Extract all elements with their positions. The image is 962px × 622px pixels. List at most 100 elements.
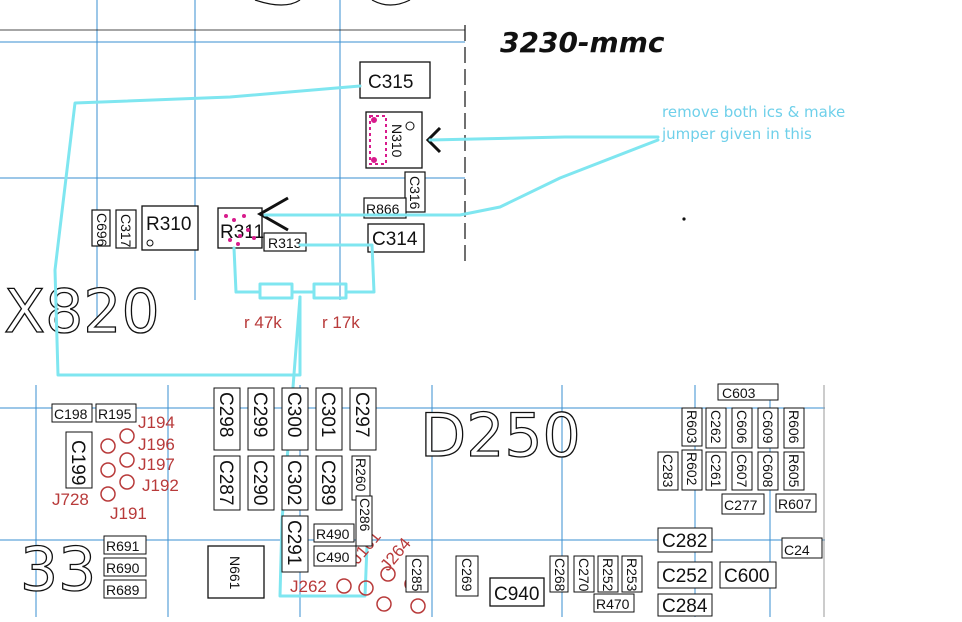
component-r691: R691 xyxy=(103,535,147,555)
svg-text:C606: C606 xyxy=(734,410,750,444)
component-c269: C269 xyxy=(455,555,479,597)
svg-text:C290: C290 xyxy=(249,460,270,505)
component-r195: R195 xyxy=(95,403,137,423)
svg-text:R690: R690 xyxy=(106,560,140,576)
svg-text:C277: C277 xyxy=(724,497,758,513)
svg-text:C603: C603 xyxy=(722,385,756,401)
svg-text:C301: C301 xyxy=(317,392,338,437)
svg-text:C297: C297 xyxy=(351,392,372,437)
svg-text:R253: R253 xyxy=(624,558,640,592)
component-c284: C284 xyxy=(657,593,713,617)
svg-text:C314: C314 xyxy=(372,229,418,250)
svg-text:C316: C316 xyxy=(407,176,423,210)
component-r866: R866 xyxy=(363,197,407,219)
component-c490: C490 xyxy=(313,545,357,567)
component-c199: C199 xyxy=(65,431,93,489)
component-r602: R602 xyxy=(681,449,703,491)
component-c940: C940 xyxy=(489,577,545,607)
test-point-j728: J728 xyxy=(52,490,89,509)
svg-text:C287: C287 xyxy=(215,460,236,505)
svg-text:C268: C268 xyxy=(552,558,568,592)
component-n661: N661 xyxy=(207,545,265,599)
svg-text:C608: C608 xyxy=(760,454,776,488)
component-outline-arc xyxy=(371,0,411,6)
svg-text:C262: C262 xyxy=(708,410,724,444)
svg-text:C315: C315 xyxy=(368,72,413,93)
component-c252: C252 xyxy=(657,561,713,589)
svg-text:R607: R607 xyxy=(778,496,812,512)
svg-text:R470: R470 xyxy=(596,596,630,612)
component-r690: R690 xyxy=(103,557,147,577)
pads-r311 xyxy=(224,214,256,246)
svg-text:C298: C298 xyxy=(215,392,236,437)
svg-text:C252: C252 xyxy=(662,566,707,587)
component-c24: C24 xyxy=(781,537,823,559)
component-r490: R490 xyxy=(313,523,355,543)
svg-text:C282: C282 xyxy=(662,531,707,552)
svg-text:C24: C24 xyxy=(784,542,810,558)
note-line-1: remove both ics & make xyxy=(662,103,845,121)
svg-text:C286: C286 xyxy=(357,498,373,532)
component-r603: R603 xyxy=(681,407,703,447)
svg-text:C284: C284 xyxy=(662,596,708,617)
svg-text:R313: R313 xyxy=(268,235,302,251)
svg-text:C609: C609 xyxy=(760,410,776,444)
component-r606: R606 xyxy=(783,407,805,449)
svg-text:R195: R195 xyxy=(98,406,132,422)
component-r310: R310 xyxy=(141,205,199,251)
label-33: 33 xyxy=(20,535,96,605)
component-c287: C287 xyxy=(213,455,241,511)
component-outline-arc xyxy=(254,0,301,6)
svg-text:R866: R866 xyxy=(366,201,400,217)
svg-text:R689: R689 xyxy=(106,582,140,598)
note-line-2: jumper given in this xyxy=(661,125,812,143)
component-r605: R605 xyxy=(783,451,805,491)
svg-text:R490: R490 xyxy=(316,526,350,542)
component-c268: C268 xyxy=(549,555,569,593)
svg-text:R602: R602 xyxy=(684,452,700,486)
component-c270: C270 xyxy=(573,555,595,593)
component-c317: C317 xyxy=(115,209,137,249)
arrow-r311 xyxy=(256,196,289,232)
component-c607: C607 xyxy=(731,451,753,491)
svg-text:R603: R603 xyxy=(684,410,700,444)
component-c285: C285 xyxy=(405,555,429,593)
component-c297: C297 xyxy=(349,387,377,451)
svg-text:C270: C270 xyxy=(576,558,592,592)
svg-text:C302: C302 xyxy=(283,460,304,505)
label-d250: D250 xyxy=(420,401,581,471)
svg-text:N310: N310 xyxy=(389,124,405,158)
svg-text:C289: C289 xyxy=(317,460,338,505)
svg-text:C300: C300 xyxy=(283,392,304,437)
component-c603: C603 xyxy=(717,383,779,401)
svg-text:R691: R691 xyxy=(106,538,140,554)
svg-text:C490: C490 xyxy=(316,549,350,565)
svg-text:R311: R311 xyxy=(220,222,264,243)
component-c314: C314 xyxy=(367,223,425,253)
resistor-label-47k: r 47k xyxy=(244,313,282,332)
component-r313: R313 xyxy=(263,232,307,252)
svg-text:C317: C317 xyxy=(118,214,134,248)
svg-text:N661: N661 xyxy=(227,556,243,590)
component-c301: C301 xyxy=(315,387,343,451)
stray-dot xyxy=(682,217,686,221)
svg-text:C198: C198 xyxy=(54,406,88,422)
component-c302: C302 xyxy=(281,455,309,511)
component-r253: R253 xyxy=(621,555,643,593)
svg-text:R310: R310 xyxy=(146,214,191,235)
test-point-j262: J262 xyxy=(290,577,327,596)
component-c290: C290 xyxy=(247,455,275,511)
svg-text:R260: R260 xyxy=(353,458,369,492)
resistor-label-17k: r 17k xyxy=(322,313,360,332)
component-r252: R252 xyxy=(597,555,619,593)
test-point-j196: J196 xyxy=(138,435,175,454)
component-c277: C277 xyxy=(721,493,765,515)
svg-text:C291: C291 xyxy=(283,520,304,565)
svg-text:C261: C261 xyxy=(708,454,724,488)
component-c696: C696 xyxy=(91,209,111,247)
svg-text:R252: R252 xyxy=(600,558,616,592)
component-c262: C262 xyxy=(705,407,727,449)
component-c299: C299 xyxy=(247,387,275,451)
component-c298: C298 xyxy=(213,387,241,451)
